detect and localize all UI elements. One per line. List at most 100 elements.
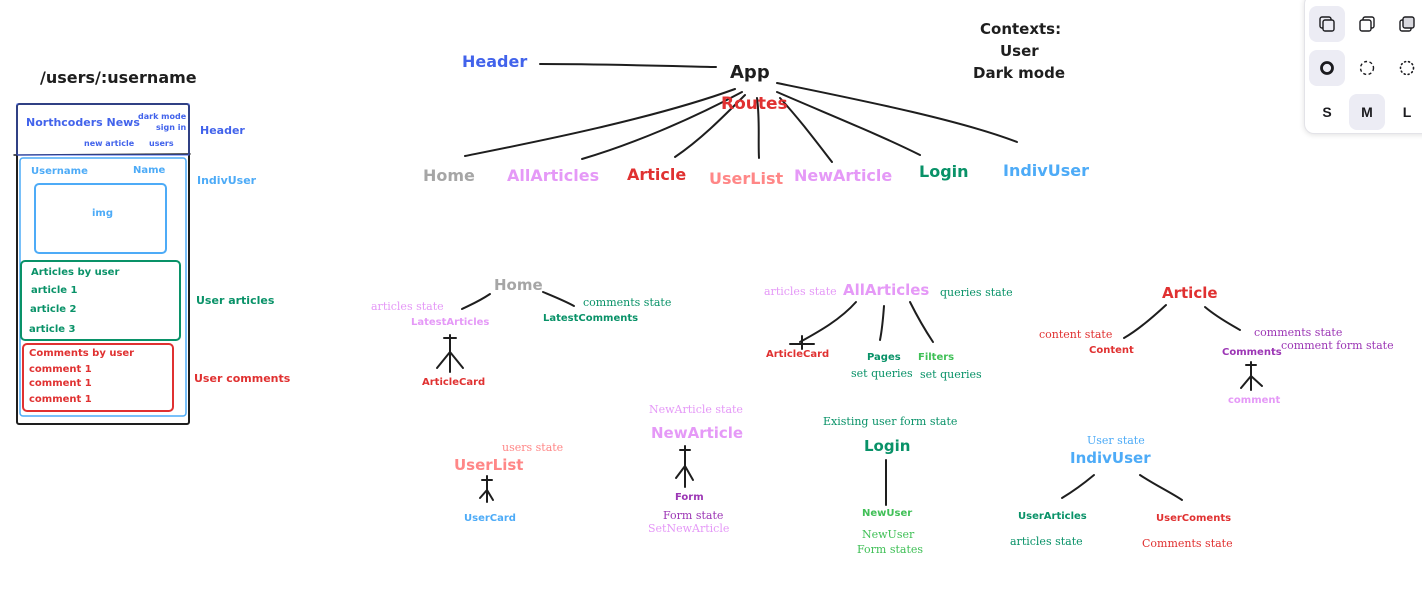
wireframe-frame xyxy=(16,103,190,425)
edge-app-login xyxy=(776,91,921,156)
wireframe-site-name: Northcoders News xyxy=(26,116,140,129)
edge-indivuser-userarticles xyxy=(1061,474,1095,499)
font-size-s-button[interactable]: S xyxy=(1309,94,1345,130)
indivuser-user-coments: UserComents xyxy=(1156,513,1232,524)
stroke-dashed-icon[interactable] xyxy=(1349,50,1385,86)
edge-indivuser-usercoments xyxy=(1139,474,1183,501)
node-indivuser: IndivUser xyxy=(1003,161,1089,180)
node-header: Header xyxy=(462,52,528,71)
wireframe-name: Name xyxy=(133,165,166,176)
edge-app-newarticle xyxy=(779,97,833,163)
node-home: Home xyxy=(423,166,475,185)
font-size-l-button[interactable]: L xyxy=(1389,94,1422,130)
edge-articlecard-fork xyxy=(789,335,815,350)
allarticles-filters: Filters xyxy=(918,352,955,363)
style-toolbar: S M L xyxy=(1304,0,1422,134)
allarticles-article-card: ArticleCard xyxy=(766,349,830,360)
article-comment: comment xyxy=(1228,395,1281,406)
home-article-card: ArticleCard xyxy=(422,377,486,388)
login-state: Existing user form state xyxy=(823,415,958,428)
wireframe-comments-heading: Comments by user xyxy=(29,348,135,359)
node-allarticles: AllArticles xyxy=(507,166,600,185)
userlist-user-card: UserCard xyxy=(464,513,516,524)
wireframe-comments-box xyxy=(22,343,174,412)
contexts-title: Contexts: xyxy=(980,20,1062,38)
node-userlist: UserList xyxy=(709,169,784,188)
wireframe-new-article: new article xyxy=(84,139,135,148)
home-latest-articles: LatestArticles xyxy=(411,317,490,328)
node-login: Login xyxy=(919,162,969,181)
wireframe-users: users xyxy=(149,139,174,148)
edge-allarticles-pages xyxy=(879,305,885,341)
node-routes: Routes xyxy=(721,94,788,114)
wireframe-comment-1: comment 1 xyxy=(29,364,92,375)
edge-app-home xyxy=(464,88,736,157)
article-content: Content xyxy=(1089,345,1134,356)
font-size-s-label: S xyxy=(1322,104,1332,120)
article-comments: Comments xyxy=(1222,347,1282,358)
newarticle-state: NewArticle state xyxy=(649,403,743,416)
allarticles-pages: Pages xyxy=(867,352,901,363)
login-new-user-state-2: Form states xyxy=(857,543,924,556)
wireframe-article-1: article 1 xyxy=(31,285,78,296)
edge-app-allarticles xyxy=(581,91,743,160)
home-title: Home xyxy=(494,276,543,294)
wireframe-articles-heading: Articles by user xyxy=(31,267,120,278)
node-app: App xyxy=(730,62,770,83)
indivuser-state: User state xyxy=(1087,434,1145,447)
article-content-state: content state xyxy=(1039,328,1113,341)
wireframe-img-box xyxy=(34,183,167,254)
wireframe-title: /users/:username xyxy=(40,68,197,87)
indivuser-comments-state: Comments state xyxy=(1142,537,1233,550)
indivuser-articles-state: articles state xyxy=(1010,535,1083,548)
wireframe-img: img xyxy=(92,208,114,219)
wireframe-article-3: article 3 xyxy=(29,324,76,335)
edge-app-indivuser xyxy=(776,82,1018,143)
stroke-dotted-icon[interactable] xyxy=(1389,50,1422,86)
edge-comments-comment xyxy=(1240,361,1263,391)
wireframe-dark-mode: dark mode xyxy=(138,112,187,121)
indivuser-user-articles: UserArticles xyxy=(1018,511,1087,522)
wireframe-header-box xyxy=(16,103,190,156)
edge-allarticles-filters xyxy=(909,301,934,343)
node-newarticle: NewArticle xyxy=(794,166,893,185)
edge-header-app xyxy=(539,63,717,68)
login-title: Login xyxy=(864,437,911,455)
edge-article-content xyxy=(1123,304,1167,339)
edge-newarticle-form xyxy=(675,445,694,488)
login-new-user: NewUser xyxy=(862,508,913,519)
layer-back-icon[interactable] xyxy=(1309,6,1345,42)
allarticles-pages-set: set queries xyxy=(851,367,913,380)
layer-front-icon[interactable] xyxy=(1349,6,1385,42)
wireframe-articles-box xyxy=(20,260,181,341)
newarticle-set-new-article: SetNewArticle xyxy=(648,522,730,535)
contexts-dark-mode: Dark mode xyxy=(973,64,1066,82)
allarticles-articles-state: articles state xyxy=(764,285,837,298)
layer-forward-icon[interactable] xyxy=(1389,6,1422,42)
wireframe-username: Username xyxy=(31,166,88,177)
home-comments-state: comments state xyxy=(583,296,672,309)
edge-app-userlist xyxy=(756,97,760,159)
edge-latestarticles-articlecard xyxy=(436,334,464,373)
wireframe-label-user-articles: User articles xyxy=(196,294,275,307)
contexts-user: User xyxy=(1000,42,1039,60)
wireframe-sign-in: sign in xyxy=(156,123,187,132)
wireframe-label-indivuser: IndivUser xyxy=(197,174,257,187)
newarticle-title: NewArticle xyxy=(651,424,744,442)
font-size-m-label: M xyxy=(1361,104,1373,120)
allarticles-filters-set: set queries xyxy=(920,368,982,381)
allarticles-title: AllArticles xyxy=(843,281,930,299)
font-size-m-button[interactable]: M xyxy=(1349,94,1385,130)
wireframe-label-header: Header xyxy=(200,124,245,137)
edge-userlist-usercard xyxy=(479,475,494,503)
edge-app-article xyxy=(674,94,746,158)
newarticle-form-state: Form state xyxy=(663,509,724,522)
stroke-solid-icon[interactable] xyxy=(1309,50,1345,86)
home-articles-state: articles state xyxy=(371,300,444,313)
wireframe-article-2: article 2 xyxy=(30,304,77,315)
indivuser-title: IndivUser xyxy=(1070,449,1151,467)
edge-allarticles-articlecard xyxy=(799,301,857,343)
userlist-users-state: users state xyxy=(502,441,564,454)
home-latest-comments: LatestComments xyxy=(543,313,639,324)
